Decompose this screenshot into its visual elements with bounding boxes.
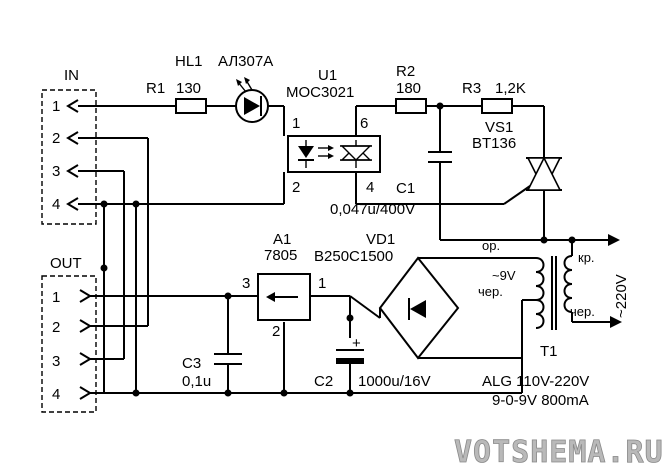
out-connector: OUT 1 2 3 4 (41, 255, 97, 413)
c2-plus: + (352, 335, 361, 352)
u1-pin-2: 2 (292, 179, 300, 196)
t1-sec-top: ор. (482, 238, 500, 253)
hl1-ref: HL1 (175, 53, 203, 70)
capacitor-c1: C1 0,047u/400V (330, 180, 415, 218)
in-connector-frame (41, 89, 97, 225)
r2-ref: R2 (396, 63, 415, 80)
c1-value: 0,047u/400V (330, 201, 415, 218)
in-socket-1 (66, 99, 79, 113)
c2-ref: C2 (314, 373, 333, 390)
vs1-value: BT136 (472, 135, 516, 152)
u1-ref: U1 (318, 67, 337, 84)
in-pin-2: 2 (52, 130, 60, 147)
triac-vs1: VS1 BT136 (472, 119, 562, 205)
bridge-vd1: VD1 B250C1500 (314, 231, 460, 360)
out-pin-1: 1 (52, 289, 60, 306)
vd1-value: B250C1500 (314, 248, 393, 265)
u1-pin-4: 4 (366, 179, 374, 196)
t1-mains: ~220V (613, 274, 630, 318)
capacitor-c3: C3 0,1u (182, 355, 211, 390)
resistor-r2: R2 180 (395, 63, 427, 114)
r1-ref: R1 (146, 80, 165, 97)
vd1-ref: VD1 (366, 231, 395, 248)
in-pin-1: 1 (52, 98, 60, 115)
input-wiring (78, 105, 285, 394)
transformer-t1: ор. ~9V чер. кр. чер. ~220V T1 ALG 110V-… (478, 236, 630, 409)
a1-pin-2: 2 (272, 323, 280, 340)
out-plug-1 (79, 289, 92, 303)
t1-ref: T1 (540, 343, 558, 360)
power-supply-wiring (104, 257, 536, 397)
led-hl1: HL1 АЛ307А (175, 53, 273, 123)
out-pin-3: 3 (52, 353, 60, 370)
u1-value: MOC3021 (286, 84, 354, 101)
r3-ref: R3 (462, 80, 481, 97)
in-label: IN (64, 67, 79, 84)
out-plug-3 (79, 352, 92, 366)
t1-rating: 9-0-9V 800mA (492, 392, 589, 409)
a1-value: 7805 (264, 247, 297, 264)
in-connector: IN 1 2 3 4 (41, 67, 97, 225)
t1-sec-bot: чер. (478, 284, 503, 299)
u1-pin-1: 1 (292, 115, 300, 132)
resistor-r3: R3 1,2K (462, 80, 526, 114)
out-pin-4: 4 (52, 386, 60, 403)
c3-ref: C3 (182, 355, 201, 372)
u1-pin-6: 6 (360, 115, 368, 132)
c3-value: 0,1u (182, 373, 211, 390)
out-plug-2 (79, 319, 92, 333)
t1-pri-bot: чер. (570, 304, 595, 319)
r1-value: 130 (176, 80, 201, 97)
resistor-r1: R1 130 (146, 80, 207, 114)
in-pin-3: 3 (52, 163, 60, 180)
capacitor-c2: + C2 1000u/16V (314, 335, 431, 390)
a1-pin-3: 3 (242, 275, 250, 292)
out-label: OUT (50, 255, 82, 272)
out-plug-4 (79, 386, 92, 400)
a1-pin-1: 1 (318, 275, 326, 292)
out-pin-2: 2 (52, 319, 60, 336)
c2-value: 1000u/16V (358, 373, 431, 390)
r3-value: 1,2K (495, 80, 526, 97)
a1-ref: A1 (273, 231, 291, 248)
in-socket-3 (66, 164, 79, 178)
in-socket-2 (66, 131, 79, 145)
c1-ref: C1 (396, 180, 415, 197)
out-connector-frame (41, 275, 97, 413)
hl1-value: АЛ307А (218, 53, 273, 70)
watermark: VOTSHEMA.RU (454, 435, 664, 470)
in-socket-4 (66, 197, 79, 211)
r2-value: 180 (396, 80, 421, 97)
t1-sec-mid: ~9V (492, 268, 516, 283)
triac-wiring (355, 102, 620, 246)
t1-model: ALG 110V-220V (482, 373, 589, 390)
in-pin-4: 4 (52, 196, 60, 213)
vs1-ref: VS1 (485, 119, 513, 136)
optocoupler-u1: U1 MOC3021 1 2 6 4 (286, 67, 381, 196)
regulator-a1: A1 7805 3 1 2 (242, 231, 326, 340)
t1-pri-top: кр. (578, 250, 595, 265)
